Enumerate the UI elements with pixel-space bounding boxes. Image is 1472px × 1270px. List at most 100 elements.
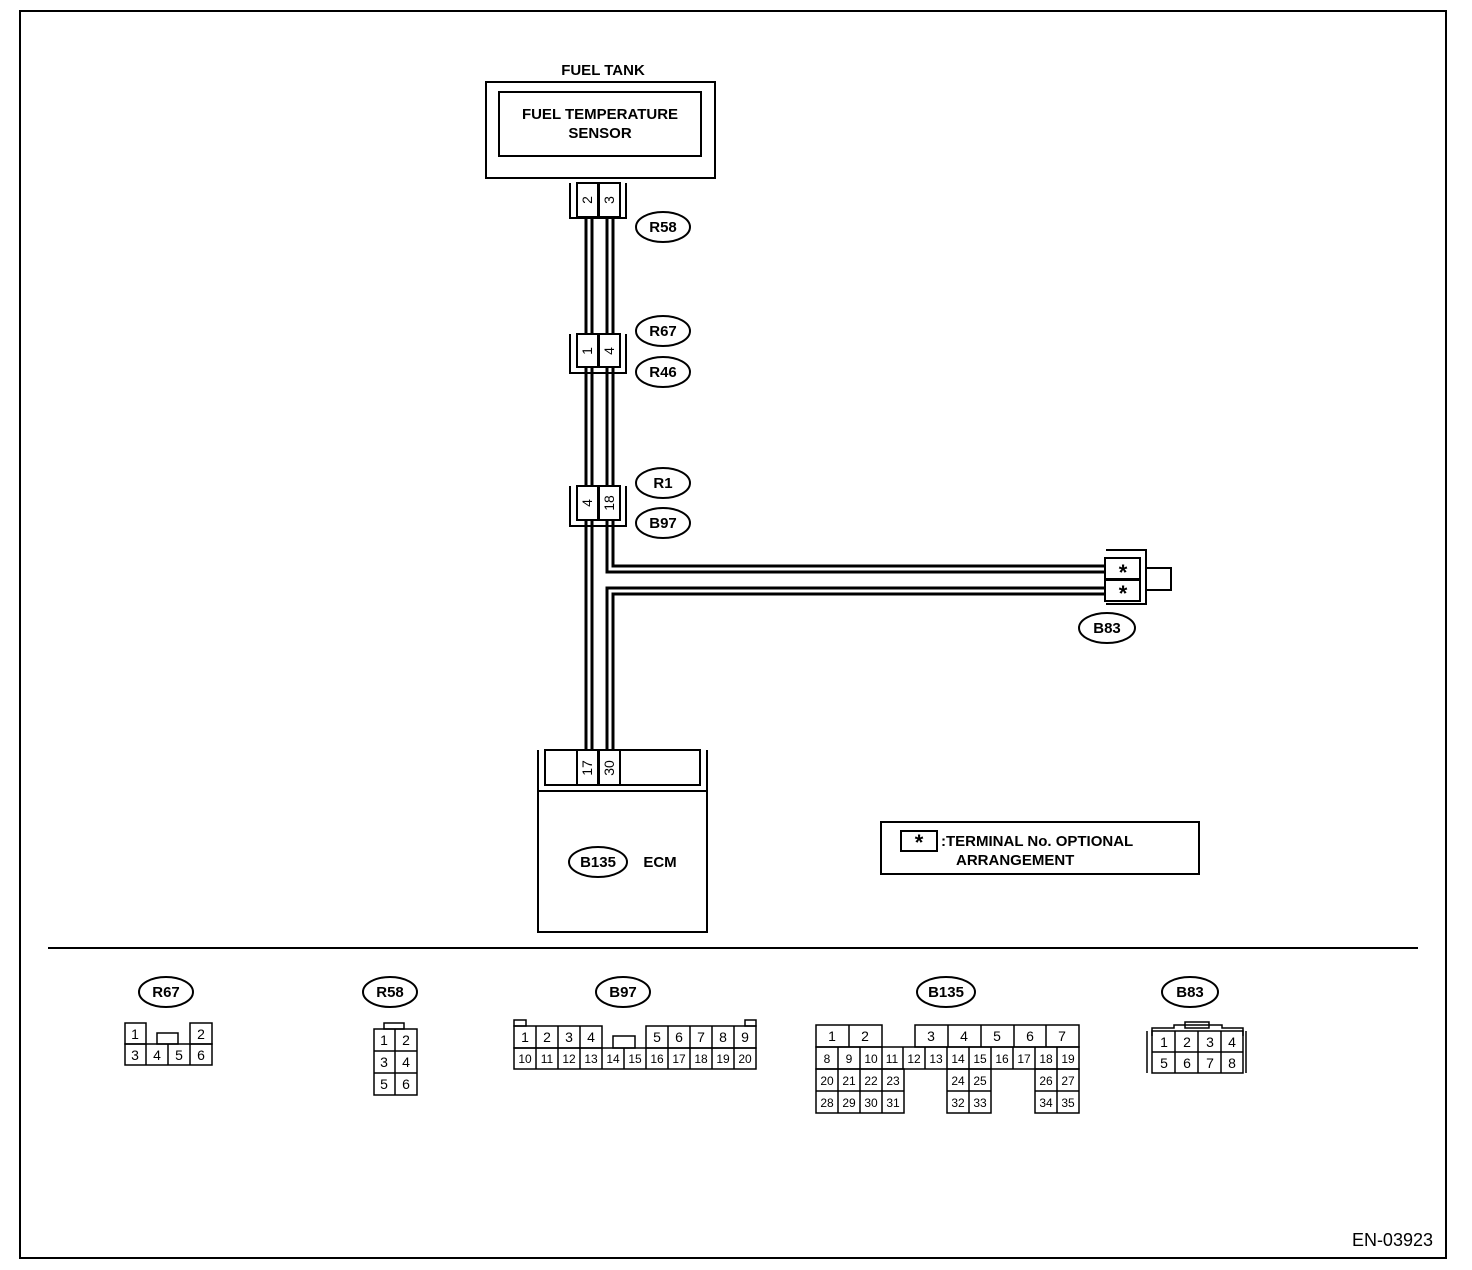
- face-b135-pin: 8: [824, 1052, 831, 1066]
- pin-b97-18: 18: [601, 495, 617, 511]
- face-b135-pin: 24: [951, 1074, 965, 1088]
- legend-symbol: *: [915, 830, 924, 855]
- tag-b135: [568, 846, 628, 878]
- face-b135-pin: 4: [960, 1028, 968, 1044]
- face-b135-pin: 14: [951, 1052, 965, 1066]
- face-b97-pin: 4: [587, 1029, 595, 1045]
- face-b83-pin: 4: [1228, 1034, 1236, 1050]
- face-r67-pin: 4: [153, 1047, 161, 1063]
- face-b97-pin: 17: [672, 1052, 686, 1066]
- connector-r67-r46: 1 4: [569, 333, 627, 374]
- face-b135-pin: 15: [973, 1052, 987, 1066]
- face-b135-pin: 2: [861, 1028, 869, 1044]
- pin-b83-upper: *: [1119, 560, 1128, 585]
- face-b135-pin: 22: [864, 1074, 878, 1088]
- face-r58: R58 1 2 3 4 5 6: [362, 976, 418, 1096]
- connector-r1-b97: 4 18: [569, 485, 627, 527]
- face-r67-tag: [138, 976, 194, 1008]
- tag-r1-label: R1: [653, 475, 672, 492]
- pin-ecm-30: 30: [601, 760, 617, 776]
- face-b97-pin: 9: [741, 1029, 749, 1045]
- face-b135-pin: 10: [864, 1052, 878, 1066]
- face-r67: R67 1 2 3 4 5 6: [124, 976, 213, 1066]
- face-b135: B135: [815, 976, 1080, 1114]
- face-b97-pin: 15: [628, 1052, 642, 1066]
- face-r58-pin: 4: [402, 1054, 410, 1070]
- tag-b83: [1078, 612, 1136, 644]
- tag-b135-label: B135: [580, 854, 616, 871]
- face-r67-pin: 5: [175, 1047, 183, 1063]
- face-b83-pin: 5: [1160, 1055, 1168, 1071]
- page-frame: [19, 10, 1447, 1259]
- face-r58-pin: 6: [402, 1076, 410, 1092]
- face-b83-tag: [1161, 976, 1219, 1008]
- pin-ecm-17: 17: [579, 760, 595, 776]
- face-b135-pin: 25: [973, 1074, 987, 1088]
- tag-b83-label: B83: [1093, 620, 1121, 637]
- face-b135-pin: 30: [864, 1096, 878, 1110]
- face-r67-label: R67: [152, 984, 180, 1001]
- tag-b97-label: B97: [649, 515, 677, 532]
- pin-r67-1: 1: [579, 347, 595, 355]
- face-r58-pin: 2: [402, 1032, 410, 1048]
- face-b135-pin: 1: [828, 1028, 836, 1044]
- face-b97-pin: 2: [543, 1029, 551, 1045]
- face-b135-pin: 35: [1061, 1096, 1075, 1110]
- face-b97-pin: 8: [719, 1029, 727, 1045]
- face-b135-pin: 9: [846, 1052, 853, 1066]
- tag-r58: [635, 211, 691, 243]
- connector-r58: 2 3: [569, 182, 627, 219]
- legend-line1: :TERMINAL No. OPTIONAL: [941, 833, 1133, 850]
- face-b97-pin: 3: [565, 1029, 573, 1045]
- face-b135-pin: 29: [842, 1096, 856, 1110]
- face-b135-pin: 34: [1039, 1096, 1053, 1110]
- face-b135-label: B135: [928, 984, 964, 1001]
- face-b83: B83 1 2 3 4 5 6 7 8: [1146, 976, 1247, 1074]
- tag-r46: [635, 356, 691, 388]
- face-b135-grid: [815, 1024, 1080, 1114]
- face-b97-pin: 5: [653, 1029, 661, 1045]
- face-r58-pin: 5: [380, 1076, 388, 1092]
- face-b97-dividers: [535, 1026, 735, 1069]
- face-r58-label: R58: [376, 984, 404, 1001]
- sensor-label-line2: SENSOR: [568, 125, 632, 142]
- face-b83-pin: 6: [1183, 1055, 1191, 1071]
- face-b135-pin: 33: [973, 1096, 987, 1110]
- tag-r67-label: R67: [649, 323, 677, 340]
- face-b97-pin: 7: [697, 1029, 705, 1045]
- face-b97-pin: 14: [606, 1052, 620, 1066]
- face-b97-tag: [595, 976, 651, 1008]
- tag-r46-label: R46: [649, 364, 677, 381]
- tag-r67: [635, 315, 691, 347]
- pin-r46-4: 4: [601, 347, 617, 355]
- face-b135-pin: 13: [929, 1052, 943, 1066]
- face-b135-pin: 20: [820, 1074, 834, 1088]
- face-b135-pin: 32: [951, 1096, 965, 1110]
- face-b83-label: B83: [1176, 984, 1204, 1001]
- face-b135-pin: 21: [842, 1074, 856, 1088]
- face-b97-pin: 6: [675, 1029, 683, 1045]
- face-b135-pin: 27: [1061, 1074, 1075, 1088]
- connector-b83: * *: [1104, 549, 1172, 606]
- face-b97-pin: 18: [694, 1052, 708, 1066]
- face-b135-pin: 31: [886, 1096, 900, 1110]
- face-r67-pin: 3: [131, 1047, 139, 1063]
- tag-b97: [635, 507, 691, 539]
- face-b83-pin: 8: [1228, 1055, 1236, 1071]
- face-b135-pin: 12: [907, 1052, 921, 1066]
- face-b135-tag: [916, 976, 976, 1008]
- face-b83-pin: 7: [1206, 1055, 1214, 1071]
- face-b135-pin: 7: [1058, 1028, 1066, 1044]
- pin-r58-2: 2: [579, 196, 595, 204]
- pin-b83-lower: *: [1119, 581, 1128, 606]
- face-b135-pin: 18: [1039, 1052, 1053, 1066]
- face-b97-pin: 13: [584, 1052, 598, 1066]
- face-b97-pin: 10: [518, 1052, 532, 1066]
- face-b135-pin: 28: [820, 1096, 834, 1110]
- face-b97-pin: 19: [716, 1052, 730, 1066]
- face-b135-pin: 26: [1039, 1074, 1053, 1088]
- pin-r58-3: 3: [601, 196, 617, 204]
- face-r58-tag: [362, 976, 418, 1008]
- face-b97-pin: 16: [650, 1052, 664, 1066]
- figure-id: EN-03923: [1352, 1230, 1433, 1250]
